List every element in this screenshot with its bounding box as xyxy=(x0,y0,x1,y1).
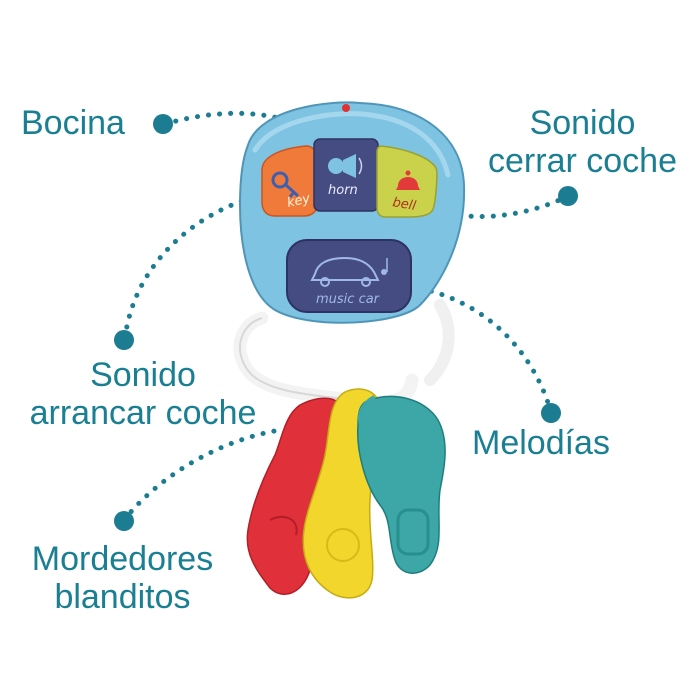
callout-dot-melodies xyxy=(541,403,561,423)
bell-button-label: bell xyxy=(391,195,417,214)
teal-ring xyxy=(358,395,398,437)
callout-label-melodies: Melodías xyxy=(472,424,610,462)
callout-dot-horn xyxy=(153,114,173,134)
ring-connector xyxy=(424,299,455,386)
music-car-button[interactable]: music car xyxy=(286,239,412,313)
callout-dots xyxy=(114,114,578,531)
callout-label-teethers: Mordedores blanditos xyxy=(31,540,214,616)
callout-label-start-sound: Sonido arrancar coche xyxy=(29,356,257,432)
horn-button[interactable]: horn xyxy=(313,138,379,212)
teal-teether xyxy=(356,395,446,574)
callout-label-horn: Bocina xyxy=(21,104,125,142)
music-car-button-label: music car xyxy=(316,292,381,307)
bell-button[interactable]: bell xyxy=(376,145,438,218)
horn-button-label: horn xyxy=(328,183,358,198)
callout-line-teethers xyxy=(121,427,283,523)
key-button[interactable]: key xyxy=(261,145,318,217)
callout-label-lock-sound: Sonido cerrar coche xyxy=(488,104,677,180)
key-button-label: key xyxy=(286,191,312,211)
callout-dot-start xyxy=(114,330,134,350)
callout-dot-teethers xyxy=(114,511,134,531)
callout-line-lock xyxy=(442,193,571,220)
music-note-icon xyxy=(381,258,388,275)
car-icon xyxy=(310,256,380,287)
horn-icon xyxy=(328,154,363,178)
bell-icon xyxy=(396,170,420,190)
callout-line-horn xyxy=(162,110,338,153)
key-icon xyxy=(271,171,300,198)
led-indicator xyxy=(342,104,350,112)
callout-dot-lock xyxy=(558,186,578,206)
